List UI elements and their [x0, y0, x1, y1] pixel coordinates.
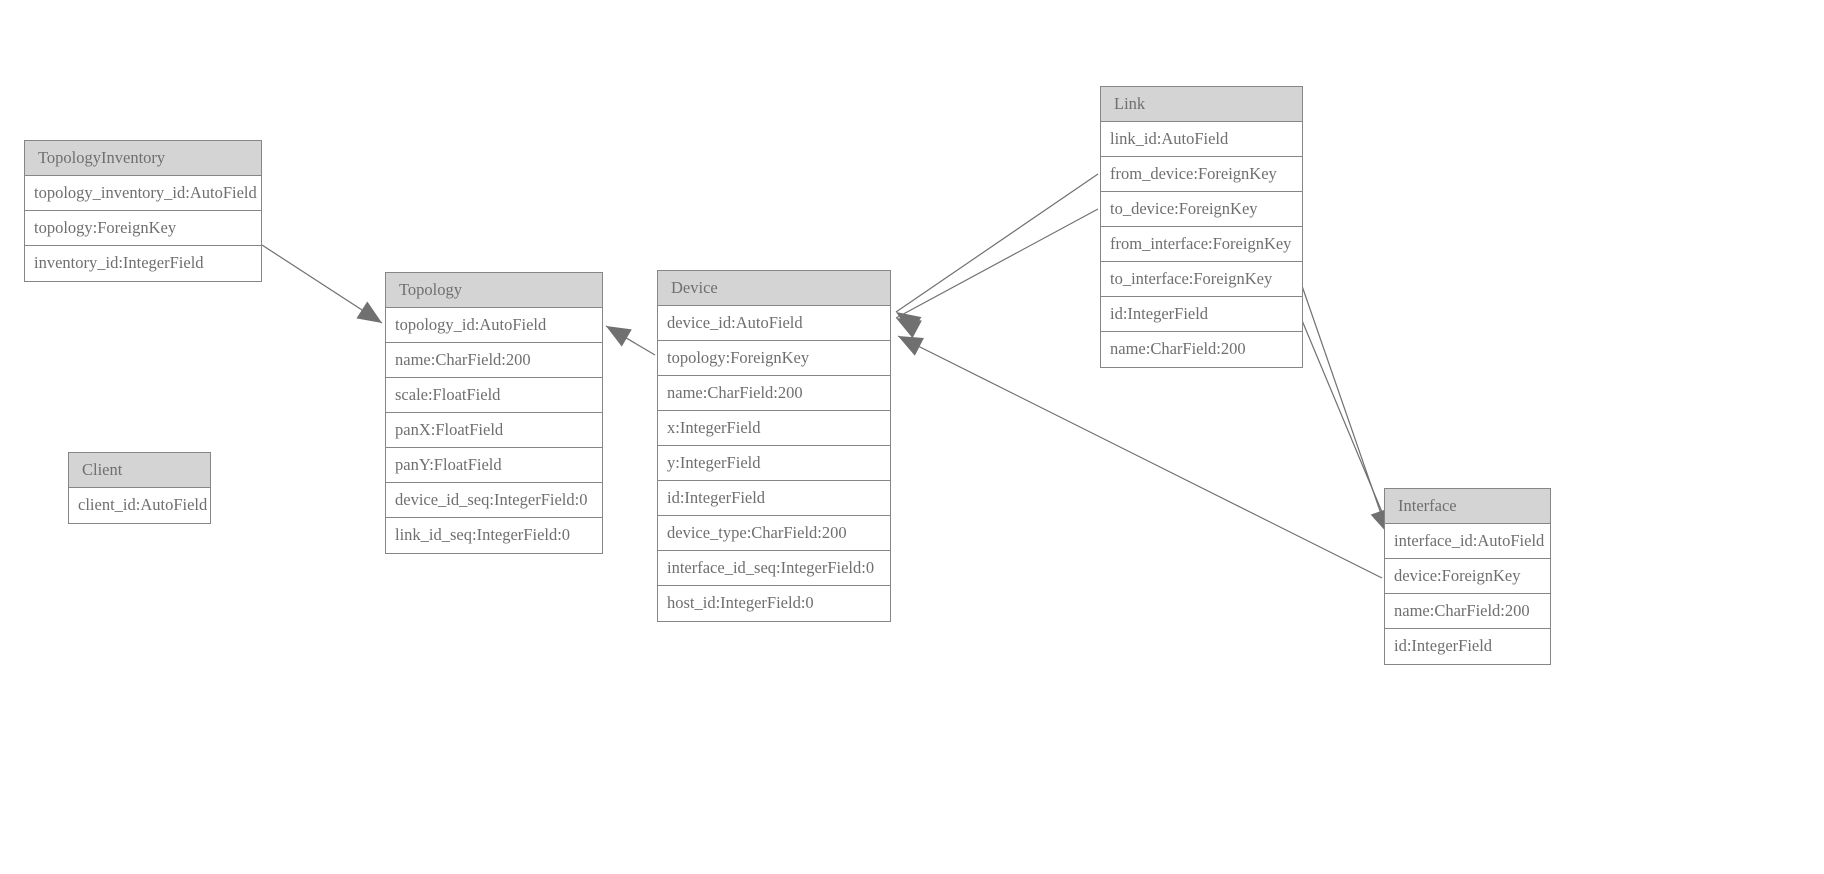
entity-field-row[interactable]: from_interface:ForeignKey	[1101, 227, 1302, 262]
entity-title-topology_inventory: TopologyInventory	[25, 141, 261, 176]
entity-field-row[interactable]: topology:ForeignKey	[658, 341, 890, 376]
entity-field-row[interactable]: device_type:CharField:200	[658, 516, 890, 551]
entity-field-row[interactable]: device:ForeignKey	[1385, 559, 1550, 594]
relationship-line	[897, 335, 1383, 579]
relationship-line	[895, 208, 1099, 319]
entity-field-row[interactable]: panY:FloatField	[386, 448, 602, 483]
entity-field-row[interactable]: client_id:AutoField	[69, 488, 210, 523]
entity-field-row[interactable]: scale:FloatField	[386, 378, 602, 413]
entity-field-row[interactable]: device_id_seq:IntegerField:0	[386, 483, 602, 518]
entity-field-row[interactable]: y:IntegerField	[658, 446, 890, 481]
relationship-line	[895, 173, 1099, 313]
entity-field-row[interactable]: interface_id:AutoField	[1385, 524, 1550, 559]
entity-field-row[interactable]: link_id:AutoField	[1101, 122, 1302, 157]
entity-title-interface: Interface	[1385, 489, 1550, 524]
entity-field-row[interactable]: device_id:AutoField	[658, 306, 890, 341]
entity-field-row[interactable]: topology:ForeignKey	[25, 211, 261, 246]
relationship-line	[1300, 282, 1389, 535]
relationship-rel-link-fromdevice-device	[895, 173, 1099, 334]
entity-field-row[interactable]: from_device:ForeignKey	[1101, 157, 1302, 192]
entity-field-row[interactable]: panX:FloatField	[386, 413, 602, 448]
relationship-arrowhead	[896, 312, 922, 334]
entity-title-device: Device	[658, 271, 890, 306]
entity-title-topology: Topology	[386, 273, 602, 308]
entity-field-row[interactable]: to_interface:ForeignKey	[1101, 262, 1302, 297]
entity-field-row[interactable]: id:IntegerField	[1385, 629, 1550, 664]
entity-field-row[interactable]: inventory_id:IntegerField	[25, 246, 261, 281]
relationship-arrowhead	[606, 326, 632, 347]
relationship-rel-device-topology	[605, 325, 656, 356]
entity-field-row[interactable]: x:IntegerField	[658, 411, 890, 446]
relationship-rel-topologyinventory-topology	[261, 244, 383, 324]
entity-field-row[interactable]: name:CharField:200	[1101, 332, 1302, 367]
entity-field-row[interactable]: name:CharField:200	[1385, 594, 1550, 629]
relationship-rel-link-todevice-device	[895, 208, 1099, 339]
entity-field-row[interactable]: topology_id:AutoField	[386, 308, 602, 343]
entity-field-row[interactable]: id:IntegerField	[658, 481, 890, 516]
entity-field-row[interactable]: to_device:ForeignKey	[1101, 192, 1302, 227]
entity-field-row[interactable]: host_id:IntegerField:0	[658, 586, 890, 621]
entity-field-row[interactable]: name:CharField:200	[658, 376, 890, 411]
relationship-arrowhead	[356, 301, 382, 323]
relationship-arrowhead	[898, 336, 924, 356]
relationship-line	[605, 325, 656, 356]
relationship-arrowhead	[896, 318, 922, 339]
entity-title-link: Link	[1101, 87, 1302, 122]
entity-field-row[interactable]: topology_inventory_id:AutoField	[25, 176, 261, 211]
entity-field-row[interactable]: id:IntegerField	[1101, 297, 1302, 332]
entity-title-client: Client	[69, 453, 210, 488]
entity-field-row[interactable]: link_id_seq:IntegerField:0	[386, 518, 602, 553]
relationship-line	[261, 244, 383, 324]
relationship-rel-link-frominterface-interface	[1300, 282, 1390, 535]
entity-field-row[interactable]: interface_id_seq:IntegerField:0	[658, 551, 890, 586]
entity-field-row[interactable]: name:CharField:200	[386, 343, 602, 378]
relationship-line	[1300, 317, 1393, 537]
